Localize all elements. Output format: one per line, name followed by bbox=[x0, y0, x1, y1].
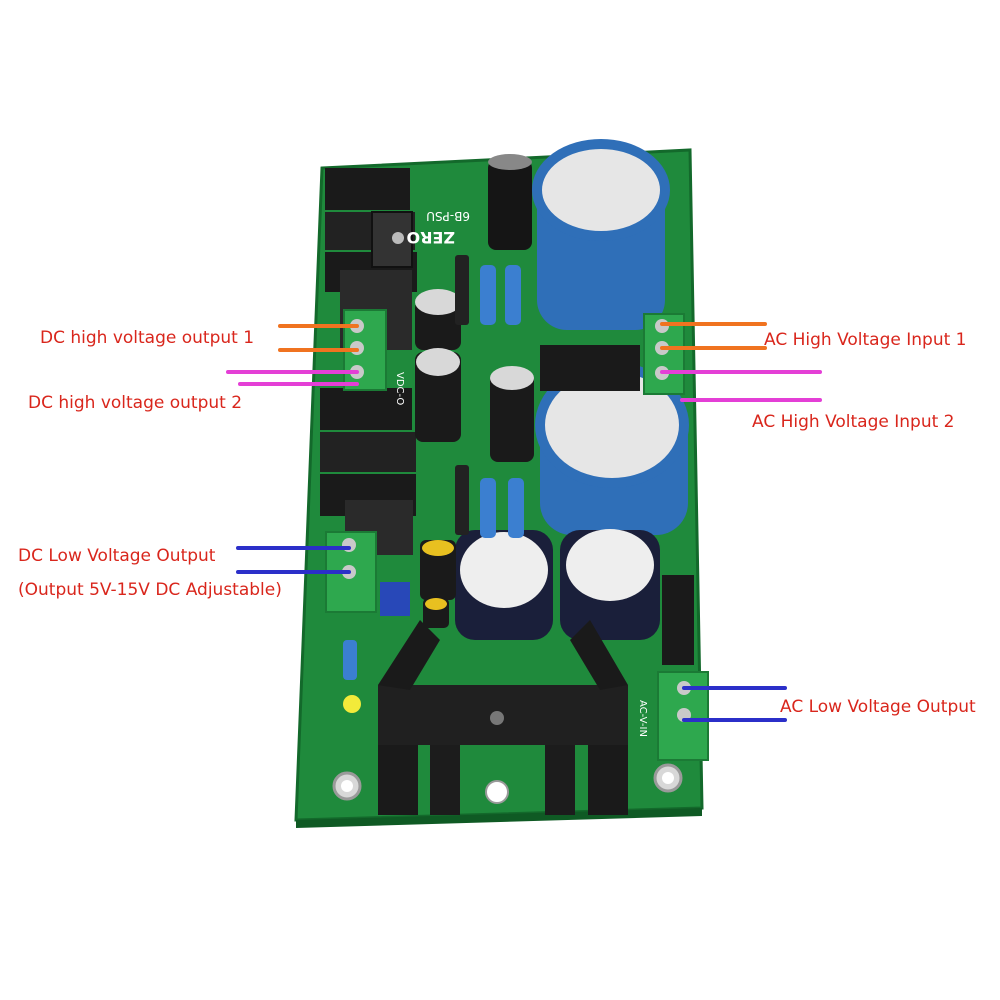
mounting-holes bbox=[332, 763, 683, 804]
side-regulator bbox=[662, 575, 694, 665]
board-brand: ZERO bbox=[407, 228, 455, 247]
resistors bbox=[343, 255, 524, 713]
label-ac-low-voltage-output: AC Low Voltage Output bbox=[780, 697, 976, 717]
silk-vdc: VDC-O bbox=[394, 372, 405, 405]
label-dc-high-voltage-output-2: DC high voltage output 2 bbox=[28, 393, 243, 413]
rectifier bbox=[540, 345, 640, 391]
label-dc-low-voltage-output-note: (Output 5V-15V DC Adjustable) bbox=[18, 580, 282, 600]
silk-ac-low: AC-V-IN bbox=[637, 700, 648, 737]
board-model: 6B-PSU bbox=[426, 209, 470, 223]
lower-heatsink bbox=[378, 620, 628, 815]
label-dc-high-voltage-output-1: DC high voltage output 1 bbox=[40, 328, 255, 348]
upper-heatsink bbox=[325, 168, 417, 350]
trim-pot bbox=[380, 582, 410, 616]
label-dc-low-voltage-output: DC Low Voltage Output bbox=[18, 546, 216, 566]
middle-heatsink bbox=[320, 388, 416, 555]
screw-terminals bbox=[325, 309, 709, 761]
small-capacitors bbox=[415, 154, 534, 462]
callout-lines bbox=[226, 322, 822, 722]
label-ac-high-voltage-input-2: AC High Voltage Input 2 bbox=[752, 412, 955, 432]
lower-capacitors bbox=[420, 529, 660, 640]
label-ac-high-voltage-input-1: AC High Voltage Input 1 bbox=[764, 330, 967, 350]
